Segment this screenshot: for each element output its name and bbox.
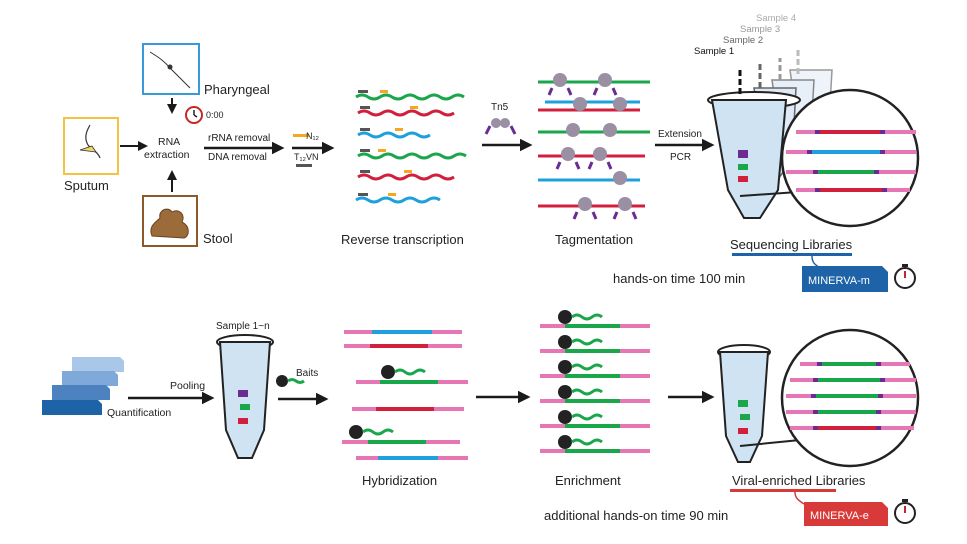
minerva-e-tag: MINERVA-e (804, 502, 888, 526)
sample-label-4: Sample 4 (756, 13, 796, 24)
sample-label-3: Sample 3 (740, 24, 780, 35)
enriched-library-fragments (786, 362, 916, 430)
rna-extraction-line1: RNA (158, 136, 180, 148)
minerva-m-tag: MINERVA-m (802, 266, 888, 292)
primer-n-label: N₁₂ (306, 131, 320, 141)
enrichment-label: Enrichment (555, 473, 621, 488)
rna-extraction-line2: extraction (144, 149, 190, 161)
stool-label: Stool (203, 231, 233, 246)
stopwatch-icon-top (894, 264, 916, 289)
pcr-label: PCR (670, 152, 691, 163)
pharyngeal-label: Pharyngeal (204, 82, 270, 97)
tn5-enzyme-icon (484, 118, 517, 135)
hybridization-fragments (342, 330, 468, 460)
rrna-removal-label: rRNA removal (208, 133, 270, 144)
pooling-label: Pooling (170, 380, 205, 392)
bait-icon (276, 375, 305, 387)
minerva-e-label: MINERVA-e (810, 510, 869, 522)
timer-text: 0:00 (206, 110, 224, 120)
baits-label: Baits (296, 368, 318, 379)
sample-pool-label: Sample 1~n (216, 321, 270, 332)
sequencing-libraries-underline (732, 253, 852, 256)
library-tags-stack (42, 357, 124, 415)
sequencing-libraries-label: Sequencing Libraries (730, 237, 853, 252)
reverse-transcription-strands (355, 90, 467, 204)
timer-icon (185, 106, 203, 124)
enriched-tube (717, 344, 771, 463)
hybridization-label: Hybridization (362, 473, 437, 488)
pharyngeal-sample: Pharyngeal (142, 43, 270, 97)
extension-label: Extension (658, 129, 702, 140)
sample-label-2: Sample 2 (723, 35, 763, 46)
dna-removal-label: DNA removal (208, 152, 267, 163)
primer-t-label: T₁₂VN (294, 152, 319, 162)
viral-enriched-libraries-label: Viral-enriched Libraries (732, 473, 866, 488)
sputum-sample: Sputum (63, 117, 119, 193)
tagmentation-label: Tagmentation (555, 232, 633, 247)
reverse-transcription-label: Reverse transcription (341, 232, 464, 247)
tn5-label: Tn5 (491, 102, 509, 113)
pooled-tube (216, 334, 274, 459)
sample-label-1: Sample 1 (694, 46, 734, 57)
sequencing-library-fragments (786, 130, 916, 192)
additional-time-label: additional hands-on time 90 min (544, 508, 728, 523)
sputum-label: Sputum (64, 178, 109, 193)
enrichment-fragments (540, 310, 650, 453)
hands-on-time-label: hands-on time 100 min (613, 271, 745, 286)
stool-sample: Stool (142, 195, 233, 247)
tagmentation-strands (538, 73, 650, 220)
minerva-m-label: MINERVA-m (808, 275, 870, 287)
stopwatch-icon-bottom (894, 499, 916, 524)
library-magnifier-top (780, 88, 920, 228)
viral-libraries-underline (730, 489, 836, 492)
quantification-label: Quantification (107, 407, 171, 419)
